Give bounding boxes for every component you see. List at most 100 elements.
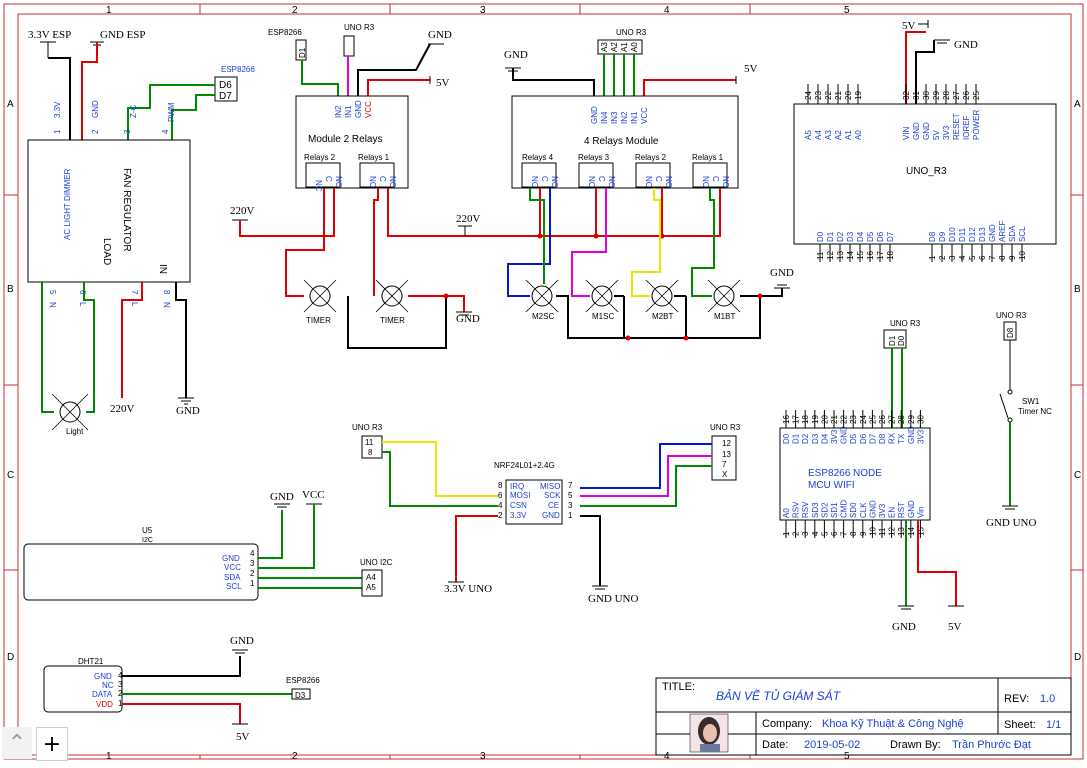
esp-top-pin-number: 26	[878, 415, 887, 424]
sw-uno-tag: UNO R3	[996, 311, 1027, 320]
esp-bottom-pin-number: 14	[907, 527, 916, 536]
row-label-a: A	[7, 99, 14, 110]
timer-lamp-2-icon	[375, 279, 409, 313]
uno-top-pin-number: 29	[932, 91, 941, 100]
uno-bottom-pin-label: GND	[988, 224, 997, 242]
dht-pin-nc: NC	[102, 681, 114, 690]
nrf-uno-pin-x: X	[722, 470, 728, 479]
uno-top-pin-number: 30	[922, 91, 931, 100]
row-label-a-right: A	[1074, 99, 1081, 110]
relay2-r1-no: NO	[388, 176, 397, 188]
arrow-up-icon[interactable]: ⌃	[2, 727, 32, 759]
lcd-num-3: 3	[250, 559, 255, 568]
lcd-name: U5	[142, 526, 153, 535]
uno-bottom-pin-number: 6	[978, 255, 987, 260]
relay4-r4-nc: NC	[530, 176, 539, 188]
nrf-pin-ce: CE	[548, 501, 559, 510]
uno-top-pin-label: A4	[814, 130, 823, 140]
uno-top-pin-label: GND	[922, 122, 931, 140]
uno-5v-label: 5V	[902, 20, 916, 32]
esp-top-pin-number: 24	[859, 415, 868, 424]
nrf-pin-8: 8	[498, 481, 503, 490]
esp-name-line2: MCU WIFI	[808, 480, 855, 491]
esp-bottom-pin-label: Vin	[916, 507, 925, 518]
fan-regulator-module: 3.3V ESP GND ESP ESP8266 D6 D7 1 3.3V 2 …	[27, 29, 255, 436]
relay4-uno-pin-a3: A3	[600, 42, 609, 52]
uno-gnd-label: GND	[954, 39, 978, 51]
plus-icon[interactable]: +	[36, 727, 68, 761]
esp-bottom-pin-number: 8	[849, 531, 858, 536]
uno-top-pin-label: A2	[834, 130, 843, 140]
uno-top-pin-label: GND	[912, 122, 921, 140]
esp-bottom-pin-number: 13	[897, 527, 906, 536]
relay4-r2-no: NO	[664, 176, 673, 188]
esp-bottom-pin-number: 5	[820, 531, 829, 536]
uno-top-pin-number: 25	[972, 91, 981, 100]
sw-desc: Timer NC	[1018, 407, 1052, 416]
relay4-pin-in4: IN4	[600, 111, 609, 124]
lcd-gnd-label: GND	[270, 491, 294, 503]
uno-bottom-pin-number: 5	[968, 255, 977, 260]
uno-top-pin-label: 3V3	[942, 125, 951, 140]
uno-bottom-pin-label: D6	[876, 231, 885, 242]
nrf-uno-pin-7: 7	[722, 460, 727, 469]
nrf-uno-pin-8: 8	[368, 448, 373, 457]
esp-top-pin-number: 25	[868, 415, 877, 424]
uno-bottom-pin-number: 14	[846, 251, 855, 260]
esp-bottom-pin-number: 4	[811, 531, 820, 536]
relay2-r2-c: C	[324, 176, 333, 182]
relay2-gnd2-label: GND	[456, 313, 480, 325]
uno-bottom-pin-number: 16	[866, 251, 875, 260]
esp-bottom-pin-label: SD2	[820, 502, 829, 518]
relay4-label-relay1: Relays 1	[692, 153, 724, 162]
row-label-b-right: B	[1074, 284, 1081, 295]
sheet-label: Sheet:	[1004, 719, 1036, 731]
uno-bottom-pin-number: 7	[988, 255, 997, 260]
col-label-1-bottom: 1	[106, 751, 112, 762]
esp-top-pin-label: D5	[849, 433, 858, 444]
author-photo	[689, 713, 729, 753]
relay2-pin-in2: IN2	[334, 105, 343, 118]
uno-bottom-pin-label: D13	[978, 227, 987, 242]
uno-bottom-pin-label: D12	[968, 227, 977, 242]
esp-top-pin-number: 29	[907, 415, 916, 424]
fan-load-label: LOAD	[101, 238, 112, 265]
uno-top-pin-label: A1	[844, 130, 853, 140]
nrf24-module: UNO R3 11 8 UNO R3 12 13 7 X NRF24L01+2.…	[352, 423, 741, 605]
uno-top-pin-number: 19	[854, 91, 863, 100]
esp-top-pin-label: D2	[801, 433, 810, 444]
switch-module: UNO R3 D8 SW1 Timer NC GND UNO	[986, 311, 1052, 529]
relay4-5v-label: 5V	[744, 63, 758, 75]
uno-bottom-pin-label: D2	[836, 231, 845, 242]
nrf-uno-left-tag: UNO R3	[352, 423, 383, 432]
esp-uno-tag: UNO R3	[890, 319, 921, 328]
fan-pin-2: 2	[91, 129, 100, 134]
fan-dimmer-title: AC LIGHT DIMMER	[63, 168, 72, 240]
fan-regulator-title: FAN REGULATOR	[121, 168, 132, 252]
nrf-name: NRF24L01+2.4G	[494, 461, 555, 470]
lcd-vcc-label: VCC	[302, 489, 325, 501]
esp-bottom-pin-label: RST	[897, 502, 906, 518]
company-value: Khoa Kỹ Thuật & Công Nghệ	[822, 718, 964, 730]
esp-top-pin-label: 3V3	[830, 429, 839, 444]
uno-bottom-pin-number: 17	[876, 251, 885, 260]
esp-bottom-pin-label: RSV	[792, 501, 801, 518]
title-label: TITLE:	[662, 681, 695, 693]
esp-bottom-pin-number: 2	[792, 531, 801, 536]
uno-bottom-pin-label: D10	[948, 227, 957, 242]
esp-top-pin-number: 21	[830, 415, 839, 424]
uno-bottom-pin-label: D4	[856, 231, 865, 242]
relay2-esp-tag: ESP8266	[268, 28, 302, 37]
fan-pin-pwm: PWM	[167, 102, 176, 122]
esp-bottom-pin-number: 11	[878, 527, 887, 536]
row-label-c-right: C	[1074, 470, 1081, 481]
light-bulb-icon	[51, 393, 89, 431]
esp-top-pin-number: 23	[849, 415, 858, 424]
fan-pin-7: 7	[130, 290, 139, 295]
relay4-uno-pin-a2: A2	[610, 42, 619, 52]
fan-pin-l1: L	[78, 302, 87, 307]
fan-esp-tag: ESP8266	[221, 65, 255, 74]
esp-top-pin-number: 18	[801, 415, 810, 424]
esp-top-pin-label: GND	[907, 426, 916, 444]
fan-pin-3: 3	[123, 129, 132, 134]
